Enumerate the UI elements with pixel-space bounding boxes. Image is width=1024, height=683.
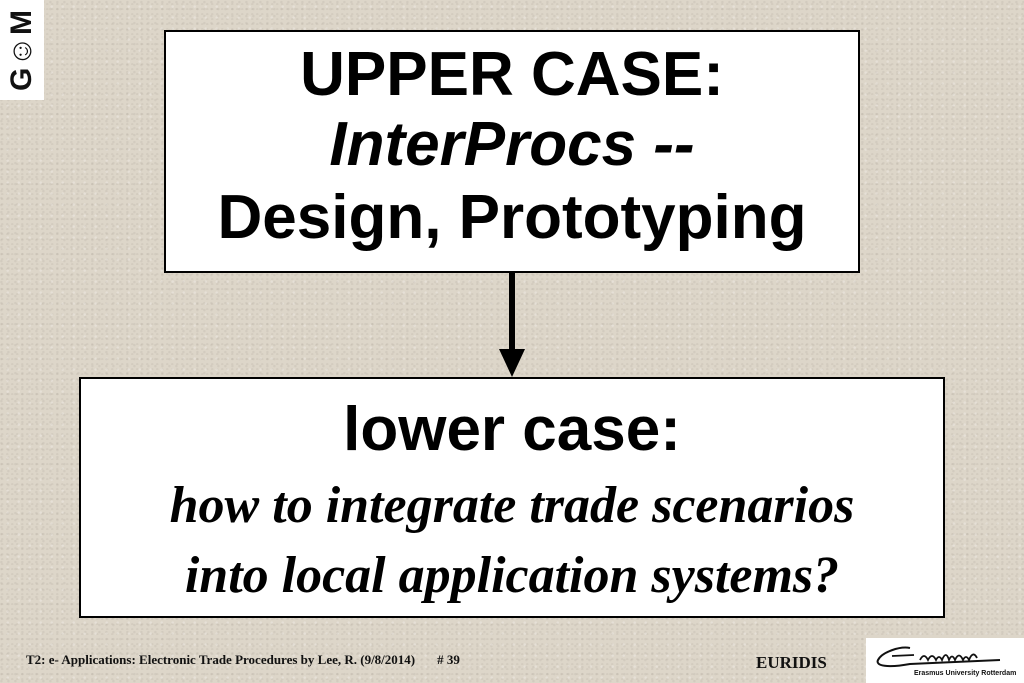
upper-case-title: UPPER CASE: [300,40,724,109]
integrate-question-line1: how to integrate trade scenarios [169,477,855,534]
erasmus-logo: Erasmus University Rotterdam [866,638,1024,683]
page-number: # 39 [437,652,460,667]
gom-logo: G☺M [0,0,44,100]
footer-citation: T2: e- Applications: Electronic Trade Pr… [26,652,460,668]
design-prototyping-label: Design, Prototyping [217,183,807,252]
upper-case-box: UPPER CASE: InterProcs -- Design, Protot… [164,30,860,273]
down-arrow-icon [499,273,525,377]
citation-text: T2: e- Applications: Electronic Trade Pr… [26,652,416,667]
lower-case-title: lower case: [343,395,681,464]
integrate-question-line2: into local application systems? [184,547,840,604]
gom-logo-text: G☺M [5,9,38,91]
interprocs-label: InterProcs -- [329,110,695,179]
lower-case-box: lower case: how to integrate trade scena… [79,377,945,618]
erasmus-caption: Erasmus University Rotterdam [914,670,1017,677]
erasmus-signature-icon [876,646,1001,668]
euridis-label: EURIDIS [756,653,827,672]
